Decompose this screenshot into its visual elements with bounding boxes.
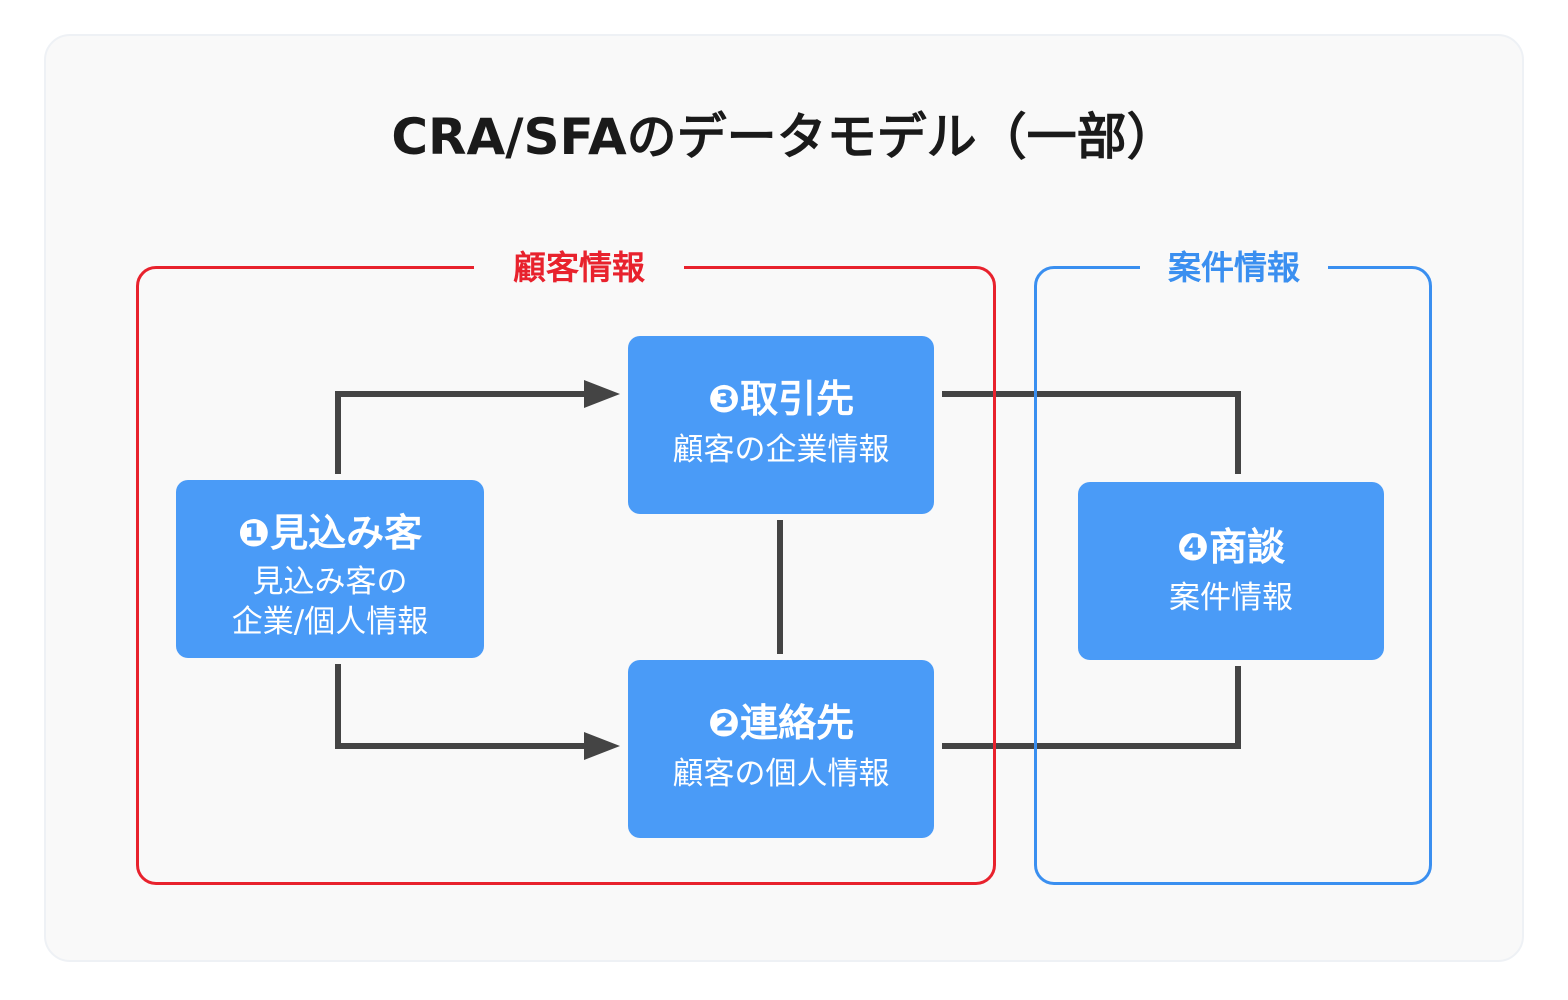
- node-prospect-title: ❶見込み客: [237, 511, 423, 555]
- node-account-title: ❸取引先: [707, 377, 855, 421]
- node-opportunity: ❹商談 案件情報: [1078, 482, 1384, 660]
- node-contact: ❷連絡先 顧客の個人情報: [628, 660, 934, 838]
- node-account-sub: 顧客の企業情報: [672, 432, 890, 468]
- deal-info-label: 案件情報: [1140, 246, 1328, 290]
- node-prospect-sub-line1: 見込み客の: [252, 564, 408, 600]
- node-opportunity-sub: 案件情報: [1169, 580, 1293, 616]
- diagram-title: CRA/SFAのデータモデル（一部）: [391, 108, 1177, 166]
- customer-info-label: 顧客情報: [474, 246, 684, 290]
- node-opportunity-title: ❹商談: [1176, 525, 1286, 569]
- node-contact-title: ❷連絡先: [707, 701, 855, 745]
- node-prospect-sub-line2: 企業/個人情報: [231, 604, 429, 640]
- node-contact-sub: 顧客の個人情報: [672, 756, 890, 792]
- node-prospect: ❶見込み客 見込み客の 企業/個人情報: [176, 480, 484, 658]
- node-account: ❸取引先 顧客の企業情報: [628, 336, 934, 514]
